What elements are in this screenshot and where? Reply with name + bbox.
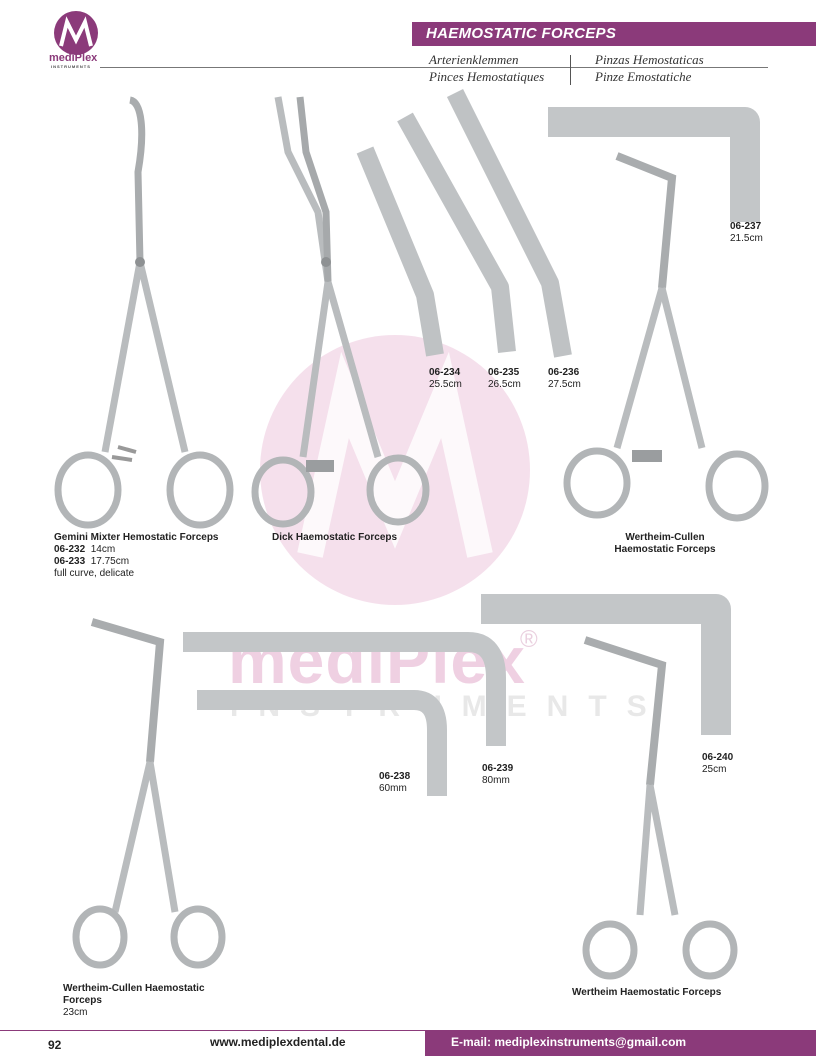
p238-size: 60mm [379, 783, 407, 794]
watermark-logo [260, 335, 530, 605]
logo-text: mediPlex [49, 52, 98, 64]
wertheim-cullen-top-image [563, 152, 769, 522]
p240-size: 25cm [702, 764, 727, 775]
gemini-note: full curve, delicate [54, 568, 135, 579]
p235-label: 06-235 26.5cm [488, 367, 521, 391]
gemini-size-1: 14cm [90, 544, 116, 555]
header-rule [100, 67, 768, 68]
p240-code: 06-240 [702, 752, 734, 763]
gemini-code-1: 06-232 [54, 544, 86, 555]
gemini-name: Gemini Mixter Hemostatic Forceps [54, 532, 219, 543]
p236-code: 06-236 [548, 367, 580, 378]
blade-06-238-image [197, 690, 447, 796]
website-link[interactable]: www.mediplexdental.de [210, 1035, 346, 1049]
p239-label: 06-239 80mm [482, 763, 513, 787]
footer-bar: E-mail: mediplexinstruments@gmail.com [425, 1030, 816, 1056]
lang-italian: Pinze Emostatiche [595, 69, 692, 84]
brand-logo: mediPlex INSTRUMENTS [47, 10, 105, 70]
p238-code: 06-238 [379, 771, 411, 782]
dick-forceps-image [251, 96, 430, 528]
wertheim-name: Wertheim Haemostatic Forceps [572, 987, 722, 998]
lang-spanish: Pinzas Hemostaticas [595, 52, 704, 67]
p236-label: 06-236 27.5cm [548, 367, 581, 391]
lang-separator [570, 55, 571, 85]
title-bar: HAEMOSTATIC FORCEPS [412, 22, 816, 46]
wertheim-cullen-top-name-1: Wertheim-Cullen [625, 532, 705, 543]
gemini-forceps-image [54, 96, 234, 529]
p237-code: 06-237 [730, 221, 762, 232]
p239-code: 06-239 [482, 763, 514, 774]
blade-06-239-image [183, 632, 506, 746]
p235-size: 26.5cm [488, 379, 521, 390]
lang-german: Arterienklemmen [429, 52, 519, 67]
gemini-size-2: 17.75cm [90, 556, 130, 567]
wertheim-cullen-bottom-name-2: Forceps [63, 995, 102, 1006]
blade-06-236-image [446, 88, 572, 358]
p236-size: 27.5cm [548, 379, 581, 390]
gemini-label: Gemini Mixter Hemostatic Forceps 06-232 … [54, 532, 254, 580]
page-title: HAEMOSTATIC FORCEPS [426, 25, 617, 42]
wertheim-cullen-bottom-size: 23cm [63, 1007, 88, 1018]
wertheim-cullen-bottom-name-1: Wertheim-Cullen Haemostatic [63, 983, 205, 994]
dick-name: Dick Haemostatic Forceps [272, 532, 398, 543]
p234-size: 25.5cm [429, 379, 462, 390]
lang-french: Pinces Hemostatiques [429, 69, 545, 84]
p235-code: 06-235 [488, 367, 520, 378]
blade-06-237-image [548, 107, 760, 222]
p234-code: 06-234 [429, 367, 461, 378]
logo-sub: INSTRUMENTS [51, 64, 91, 69]
p240-label: 06-240 25cm [702, 752, 733, 776]
blade-06-234-image [356, 146, 444, 357]
gemini-code-2: 06-233 [54, 556, 86, 567]
wertheim-cullen-top-name-2: Haemostatic Forceps [614, 544, 716, 555]
email-link[interactable]: E-mail: mediplexinstruments@gmail.com [451, 1035, 687, 1049]
wertheim-cullen-bottom-image [72, 618, 226, 969]
page-number: 92 [48, 1038, 62, 1052]
p234-label: 06-234 25.5cm [429, 367, 462, 391]
footer-rule [0, 1030, 816, 1031]
blade-06-240-image [481, 594, 731, 735]
wertheim-cullen-bottom-label: Wertheim-Cullen Haemostatic Forceps 23cm [63, 983, 205, 1019]
p237-size: 21.5cm [730, 233, 763, 244]
logo-mark-icon [54, 11, 98, 55]
p239-size: 80mm [482, 775, 510, 786]
blade-06-235-image [397, 112, 516, 353]
wertheim-cullen-top-label: Wertheim-Cullen Haemostatic Forceps [605, 532, 725, 556]
watermark-registered: ® [520, 626, 538, 653]
p237-label: 06-237 21.5cm [730, 221, 763, 245]
p238-label: 06-238 60mm [379, 771, 410, 795]
wertheim-forceps-image [582, 636, 738, 980]
